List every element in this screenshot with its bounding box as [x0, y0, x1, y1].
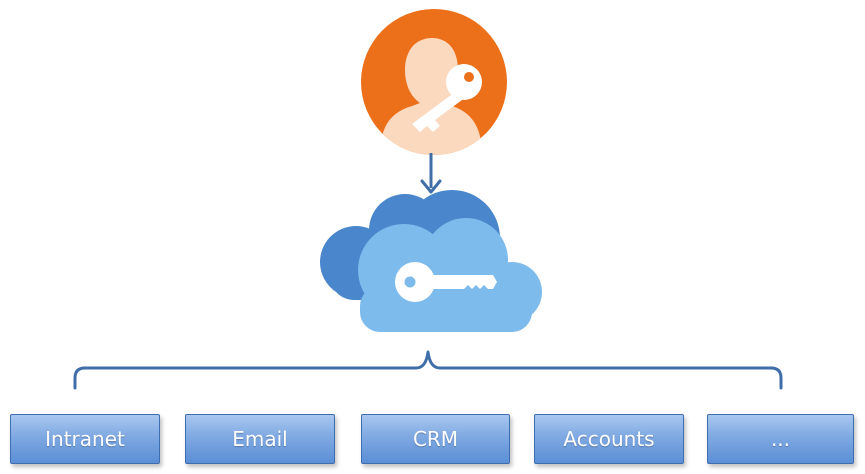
user-with-key-icon	[361, 9, 507, 155]
key-shape	[412, 64, 482, 132]
crm-label: CRM	[412, 427, 459, 451]
cloud-key	[395, 262, 497, 302]
intranet-label: Intranet	[45, 427, 125, 451]
accounts-box: Accounts	[534, 414, 684, 464]
intranet-box: Intranet	[10, 414, 160, 464]
distribution-bracket	[73, 350, 783, 390]
more-box: ...	[707, 414, 854, 464]
cloud-key-icon	[320, 190, 542, 332]
email-box: Email	[185, 414, 335, 464]
email-label: Email	[232, 427, 288, 451]
crm-box: CRM	[361, 414, 510, 464]
accounts-label: Accounts	[563, 427, 655, 451]
more-label: ...	[770, 427, 791, 451]
down-arrow	[420, 153, 442, 194]
